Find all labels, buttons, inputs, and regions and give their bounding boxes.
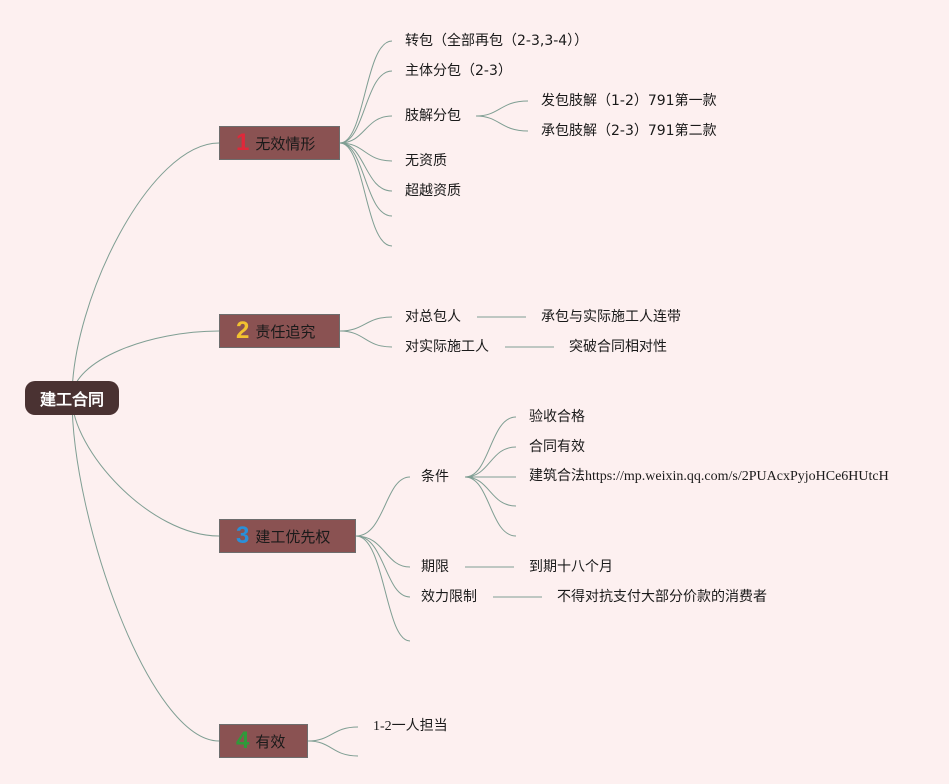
topic-wu-zizhi[interactable]: 无资质: [405, 153, 447, 169]
topic-xiaoli-xianzhi[interactable]: 效力限制: [421, 589, 477, 605]
root-node[interactable]: 建工合同: [25, 381, 119, 415]
branch-4-number: 4: [236, 727, 250, 754]
topic-chengbao-liandai[interactable]: 承包与实际施工人连带: [541, 309, 681, 325]
topic-chengbao-zhijie[interactable]: 承包肢解（2-3）791第二款: [541, 123, 717, 139]
branch-4-node[interactable]: 4 有效: [219, 724, 308, 758]
branch-3-number: 3: [236, 522, 250, 549]
branch-1-label: 无效情形: [255, 134, 316, 153]
topic-zhuti-fenbao[interactable]: 主体分包（2-3）: [405, 63, 512, 79]
topic-tiaojian[interactable]: 条件: [421, 469, 449, 485]
branch-3-label: 建工优先权: [255, 527, 331, 546]
topic-yanshou-hege[interactable]: 验收合格: [529, 409, 585, 425]
branch-1-node[interactable]: 1 无效情形: [219, 126, 340, 160]
topic-yiren-dandang[interactable]: 1-2一人担当: [373, 719, 448, 734]
branch-1-number: 1: [236, 129, 250, 156]
topic-dui-zongbaoren[interactable]: 对总包人: [405, 309, 461, 325]
branch-2-label: 责任追究: [255, 322, 316, 341]
topic-qixian[interactable]: 期限: [421, 559, 449, 575]
topic-fabao-zhijie[interactable]: 发包肢解（1-2）791第一款: [541, 93, 717, 109]
topic-dui-shiji-shigongren[interactable]: 对实际施工人: [405, 339, 489, 355]
branch-4-label: 有效: [255, 732, 286, 751]
topic-daoqi-shibageyue[interactable]: 到期十八个月: [529, 559, 613, 575]
topic-bude-duikang[interactable]: 不得对抗支付大部分价款的消费者: [557, 589, 767, 605]
branch-2-node[interactable]: 2 责任追究: [219, 314, 340, 348]
branch-2-number: 2: [236, 317, 250, 344]
root-label: 建工合同: [39, 390, 104, 409]
topic-zhijie-fenbao[interactable]: 肢解分包: [405, 108, 461, 124]
topic-zhuanbao[interactable]: 转包（全部再包（2-3,3-4））: [405, 33, 589, 49]
topic-tupo-xiangduixing[interactable]: 突破合同相对性: [569, 339, 667, 355]
branch-3-node[interactable]: 3 建工优先权: [219, 519, 356, 553]
topic-chaoyue-zizhi[interactable]: 超越资质: [405, 183, 461, 199]
topic-jianzhu-hefa-link[interactable]: 建筑合法https://mp.weixin.qq.com/s/2PUAcxPyj…: [529, 469, 889, 484]
topic-hetong-youxiao[interactable]: 合同有效: [529, 439, 585, 455]
